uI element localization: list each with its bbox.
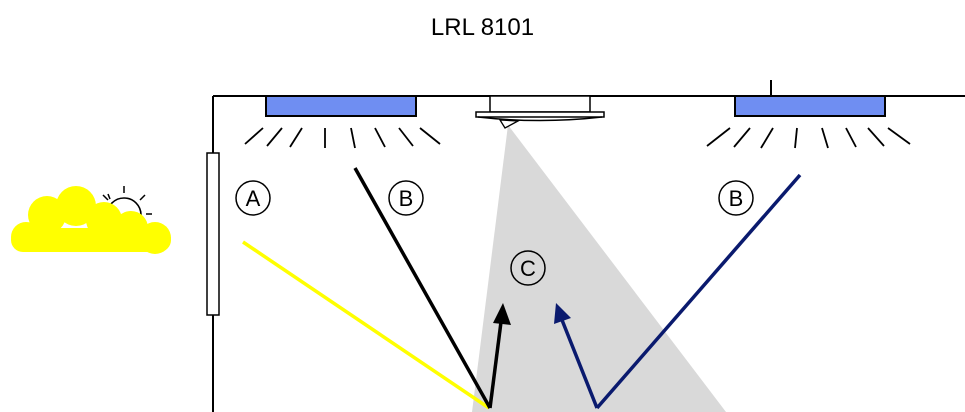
luminaire-left-light-rays <box>244 127 441 149</box>
light-sensor <box>475 95 605 129</box>
reflected-ray-black <box>488 321 503 409</box>
label-b-right: B <box>718 180 754 216</box>
daylight-ray <box>242 240 490 410</box>
luminaire-right-light-rays <box>706 127 911 149</box>
label-a-text: A <box>246 186 261 211</box>
reflected-ray-blue <box>560 319 599 409</box>
luminaire-right <box>734 95 886 117</box>
reflected-ray-blue-arrowhead <box>554 303 571 324</box>
artificial-light-ray-right <box>595 173 802 410</box>
label-b-right-text: B <box>729 186 744 211</box>
window <box>206 152 220 316</box>
label-b-left-text: B <box>399 186 414 211</box>
reflected-ray-black-arrowhead <box>493 303 511 325</box>
luminaire-left <box>265 95 417 117</box>
sensor-detection-cone <box>472 125 726 412</box>
label-b-left: B <box>388 180 424 216</box>
diagram-title: LRL 8101 <box>430 14 535 41</box>
cloud-icon <box>11 186 171 254</box>
label-c-text: C <box>520 256 536 281</box>
artificial-light-ray-left <box>353 167 492 409</box>
label-a: A <box>235 180 271 216</box>
label-c: C <box>510 250 546 286</box>
